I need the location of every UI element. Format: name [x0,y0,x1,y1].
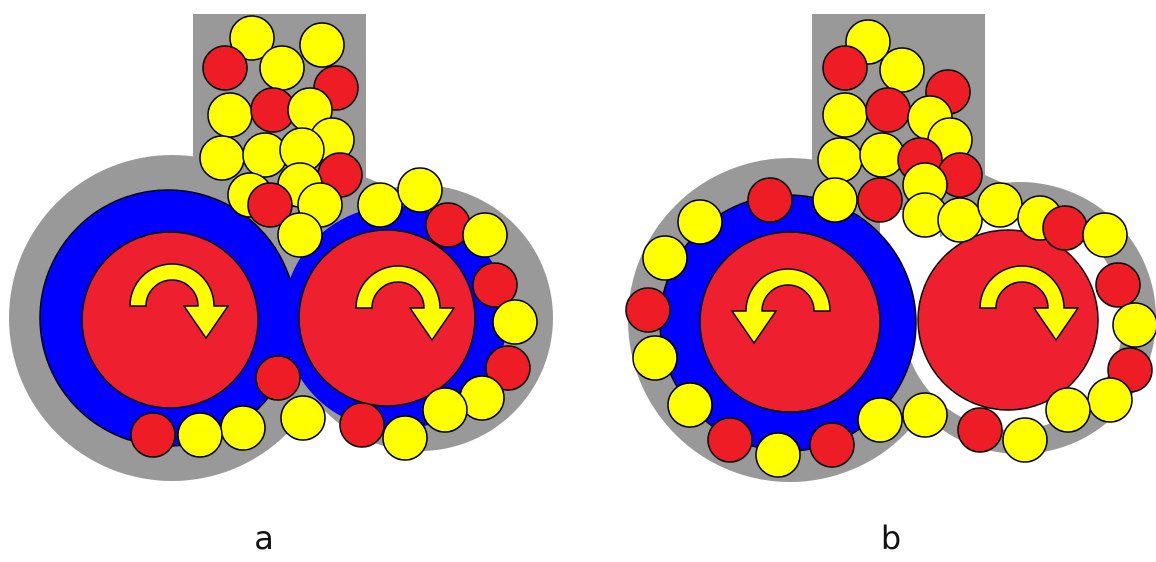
ball-red [823,46,867,90]
ball-yellow [1113,303,1156,347]
ball-yellow [1046,388,1090,432]
ball-yellow [1083,213,1127,257]
ball-red [203,46,247,90]
panel-b [626,14,1156,482]
ball-red [708,418,752,462]
ball-yellow [756,433,800,477]
ball-red [810,423,854,467]
ball-yellow [1003,418,1047,462]
panel-label-b: b [871,522,911,554]
ball-red [626,288,670,332]
ball-yellow [208,93,252,137]
ball-yellow [260,46,304,90]
ball-red [748,178,792,222]
ball-yellow [813,178,857,222]
ball-yellow [383,416,427,460]
ball-yellow [858,398,902,442]
ball-red [131,413,175,457]
ball-red [340,403,384,447]
ball-yellow [221,406,265,450]
ball-yellow [903,393,947,437]
ball-yellow [300,23,344,67]
ball-yellow [818,138,862,182]
ball-red [1096,263,1140,307]
ball-yellow [823,93,867,137]
ball-red [256,356,300,400]
ball-yellow [633,336,677,380]
ball-red [858,178,902,222]
ball-yellow [358,183,402,227]
ball-yellow [200,136,244,180]
ball-red [866,88,910,132]
ball-yellow [281,396,325,440]
ball-yellow [678,200,722,244]
ball-yellow [668,383,712,427]
rotor-left-a [40,190,296,446]
ball-red [958,408,1002,452]
ball-yellow [423,388,467,432]
ball-yellow [860,133,904,177]
ball-yellow [643,236,687,280]
ball-yellow [463,213,507,257]
ball-yellow [978,183,1022,227]
ball-yellow [278,213,322,257]
rotor-right-b [918,230,1098,410]
ball-red [1043,206,1087,250]
ball-yellow [398,168,442,212]
ball-yellow [938,198,982,242]
ball-yellow [493,300,537,344]
ball-yellow [880,48,924,92]
ball-yellow [178,413,222,457]
panel-label-a: a [244,522,284,554]
panel-a [9,14,553,481]
ball-yellow [1088,378,1132,422]
